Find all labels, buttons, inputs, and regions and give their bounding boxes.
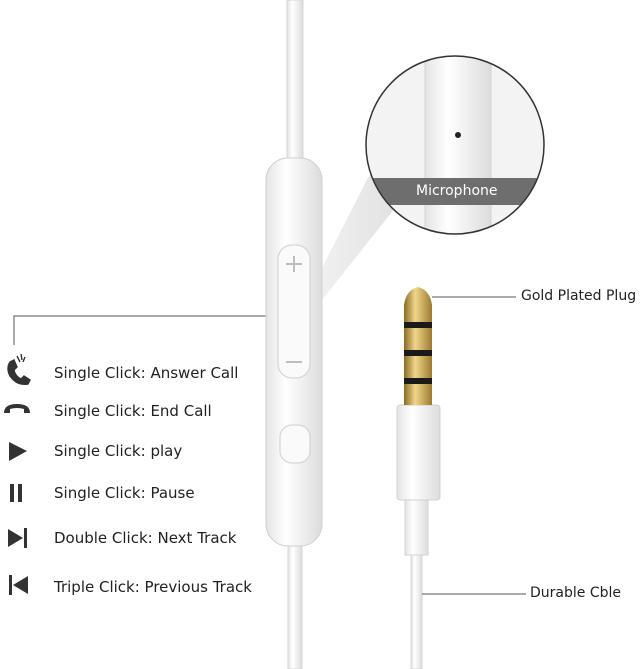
previous-track-icon-triangle: [13, 576, 28, 594]
volume-rocker[interactable]: [277, 244, 311, 379]
previous-track-icon: [9, 575, 12, 595]
lower-cable: [287, 534, 303, 669]
center-button[interactable]: [279, 424, 311, 464]
pause-icon-bar: [18, 484, 22, 502]
zoomed-cable: [424, 56, 492, 234]
controls-pointer-line: [13, 315, 266, 345]
next-track-icon-bar: [24, 528, 27, 548]
magnifier-cone: [322, 170, 395, 300]
answer-call-icon: [7, 353, 31, 386]
microphone-band: [366, 178, 544, 205]
gold-plated-plug-label: Gold Plated Plug: [521, 288, 637, 304]
control-label-answer-call: Single Click: Answer Call: [54, 364, 239, 382]
durable-cable-label: Durable Cble: [530, 585, 621, 601]
plug-ring: [404, 378, 432, 384]
end-call-icon: [4, 404, 30, 413]
gold-plug: [404, 287, 432, 405]
microphone-hole: [455, 132, 461, 138]
cable-strain-relief: [404, 494, 429, 556]
plug-ring: [404, 322, 432, 328]
control-label-play: Single Click: play: [54, 442, 183, 460]
jack-housing: [396, 404, 441, 501]
control-label-previous-track: Triple Click: Previous Track: [54, 578, 252, 596]
upper-cable: [286, 0, 304, 171]
microphone-label: Microphone: [416, 183, 498, 199]
control-label-next-track: Double Click: Next Track: [54, 529, 237, 547]
play-icon: [9, 442, 27, 461]
volume-up-icon[interactable]: [286, 256, 302, 272]
control-label-pause: Single Click: Pause: [54, 484, 195, 502]
thin-cable: [410, 549, 423, 669]
next-track-icon: [8, 529, 23, 547]
magnifier-lens: [365, 55, 545, 235]
control-label-end-call: Single Click: End Call: [54, 402, 212, 420]
pause-icon: [10, 484, 14, 502]
plug-ring: [404, 350, 432, 356]
